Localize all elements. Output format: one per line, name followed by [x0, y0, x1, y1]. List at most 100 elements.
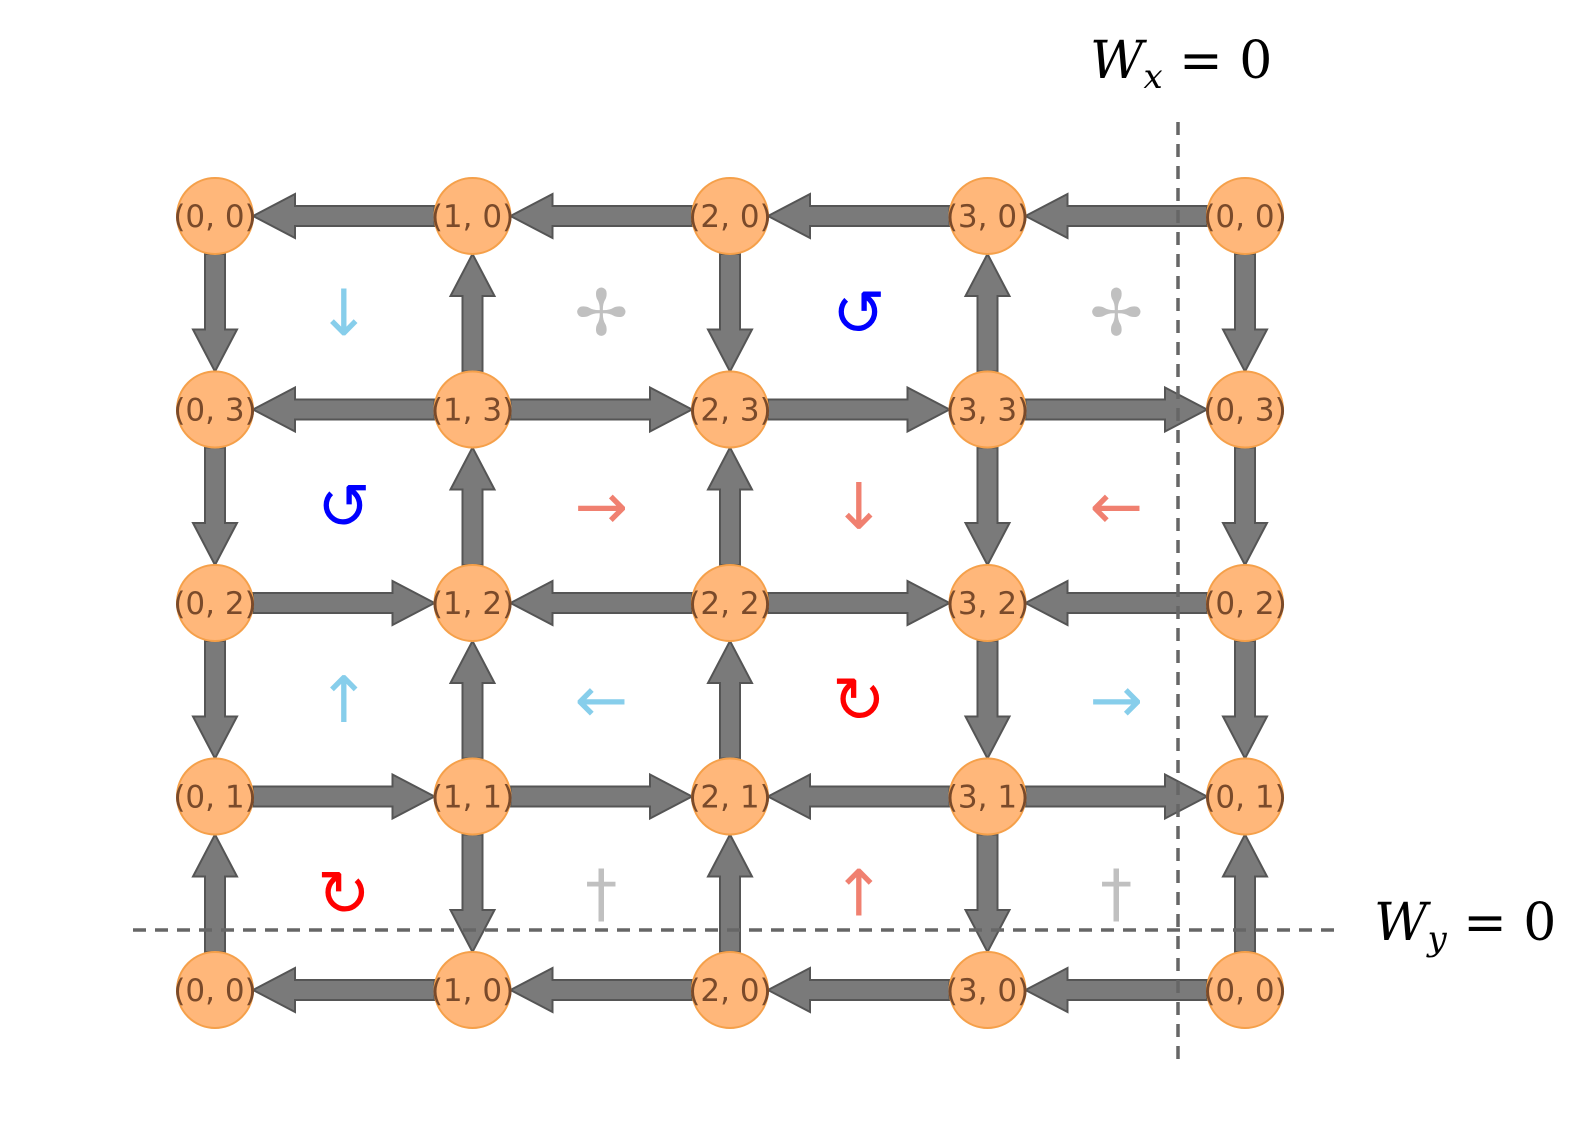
node-circle: [691, 757, 769, 836]
edge-arrow-down: [963, 446, 1012, 568]
plaquette-symbol: ↻: [832, 664, 886, 738]
node-label: (0, 3): [173, 393, 256, 429]
edge-arrow-left: [1023, 579, 1208, 627]
plaquette-symbol: †: [585, 857, 617, 931]
node-circle: [176, 757, 254, 836]
edge-arrow-up: [706, 638, 754, 760]
lattice-node: (0, 0): [1203, 951, 1287, 1029]
lattice-node: (0, 2): [173, 564, 257, 642]
node-label: (0, 1): [1203, 780, 1286, 816]
node-circle: [433, 951, 512, 1029]
node-circle: [948, 564, 1027, 642]
edge-arrow-up: [1221, 832, 1269, 953]
plaquette-symbol: ↓: [317, 277, 371, 351]
node-label: (1, 3): [431, 393, 514, 429]
plaquette-symbol: →: [1089, 664, 1143, 738]
node-circle: [691, 370, 769, 449]
edge-arrow-left: [765, 772, 951, 821]
edge-arrow-up: [448, 445, 497, 566]
node-circle: [433, 564, 512, 642]
edge-arrow-left: [250, 966, 436, 1014]
node-label: (0, 2): [173, 586, 256, 622]
edge-arrow-down: [448, 833, 497, 955]
edges-layer: [191, 192, 1269, 1014]
node-label: (3, 3): [946, 393, 1029, 429]
node-label: (0, 3): [1203, 393, 1286, 429]
plaquette-symbol: ✢: [1089, 277, 1143, 351]
lattice-node: (1, 1): [431, 757, 514, 836]
node-label: (2, 0): [688, 973, 771, 1009]
lattice-node: (2, 0): [688, 951, 772, 1029]
edge-arrow-left: [765, 192, 951, 240]
edge-arrow-up: [191, 832, 239, 953]
edge-arrow-left: [508, 966, 693, 1014]
node-circle: [948, 951, 1027, 1029]
plaquette-symbol: ↑: [832, 857, 886, 931]
lattice-node: (0, 2): [1203, 564, 1287, 642]
lattice-node: (2, 2): [688, 564, 772, 642]
edge-arrow-right: [767, 579, 952, 627]
node-label: (3, 0): [946, 973, 1029, 1009]
edge-arrow-up: [963, 251, 1012, 373]
node-circle: [1206, 370, 1284, 449]
node-circle: [433, 757, 512, 836]
node-label: (0, 0): [1203, 973, 1286, 1009]
node-label: (0, 0): [1203, 199, 1286, 235]
lattice-node: (0, 3): [1203, 370, 1287, 449]
edge-arrow-down: [1221, 446, 1269, 568]
node-circle: [691, 564, 769, 642]
lattice-node: (1, 3): [431, 370, 514, 449]
node-circle: [948, 757, 1027, 836]
lattice-node: (0, 0): [173, 951, 257, 1029]
edge-arrow-left: [250, 385, 436, 434]
plaquette-symbol: ←: [574, 664, 628, 738]
node-circle: [691, 177, 769, 255]
edge-arrow-down: [191, 640, 239, 761]
edge-arrow-right: [1024, 772, 1210, 821]
lattice-node: (1, 0): [431, 951, 514, 1029]
edge-arrow-up: [448, 251, 497, 373]
node-circle: [433, 177, 512, 255]
edge-arrow-right: [509, 772, 695, 821]
node-circle: [1206, 564, 1284, 642]
edge-arrow-left: [508, 579, 693, 627]
node-circle: [433, 370, 512, 449]
lattice-node: (0, 1): [173, 757, 257, 836]
edge-arrow-up: [706, 832, 754, 953]
edge-arrow-down: [706, 253, 754, 374]
edge-arrow-down: [963, 833, 1012, 955]
node-circle: [948, 177, 1027, 255]
edge-arrow-right: [252, 772, 437, 821]
node-circle: [176, 177, 254, 255]
lattice-node: (1, 0): [431, 177, 514, 255]
node-label: (0, 1): [173, 780, 256, 816]
lattice-node: (3, 0): [946, 951, 1029, 1029]
cell-symbols-layer: ↓✢↺✢↺→↓←↑←↻→↻†↑†: [317, 277, 1143, 932]
lattice-node: (0, 3): [173, 370, 257, 449]
lattice-node: (3, 2): [946, 564, 1029, 642]
node-label: (1, 0): [431, 973, 514, 1009]
edge-arrow-right: [767, 385, 952, 434]
plaquette-symbol: ↑: [317, 664, 371, 738]
lattice-node: (2, 0): [688, 177, 772, 255]
edge-arrow-down: [1221, 253, 1269, 374]
node-circle: [1206, 757, 1284, 836]
node-circle: [176, 951, 254, 1029]
node-label: (1, 0): [431, 199, 514, 235]
node-label: (2, 3): [688, 393, 771, 429]
node-label: (0, 0): [173, 199, 256, 235]
node-circle: [1206, 177, 1284, 255]
plaquette-symbol: ✢: [574, 277, 628, 351]
lattice-node: (3, 0): [946, 177, 1029, 255]
edge-arrow-down: [1221, 640, 1269, 761]
edge-arrow-left: [250, 192, 436, 240]
edge-arrow-left: [765, 966, 951, 1014]
node-label: (3, 2): [946, 586, 1029, 622]
node-circle: [1206, 951, 1284, 1029]
boundary-lines: [133, 122, 1342, 1060]
lattice-node: (3, 1): [946, 757, 1029, 836]
node-label: (3, 0): [946, 199, 1029, 235]
plaquette-symbol: ↓: [832, 470, 886, 544]
plaquette-symbol: →: [574, 470, 628, 544]
